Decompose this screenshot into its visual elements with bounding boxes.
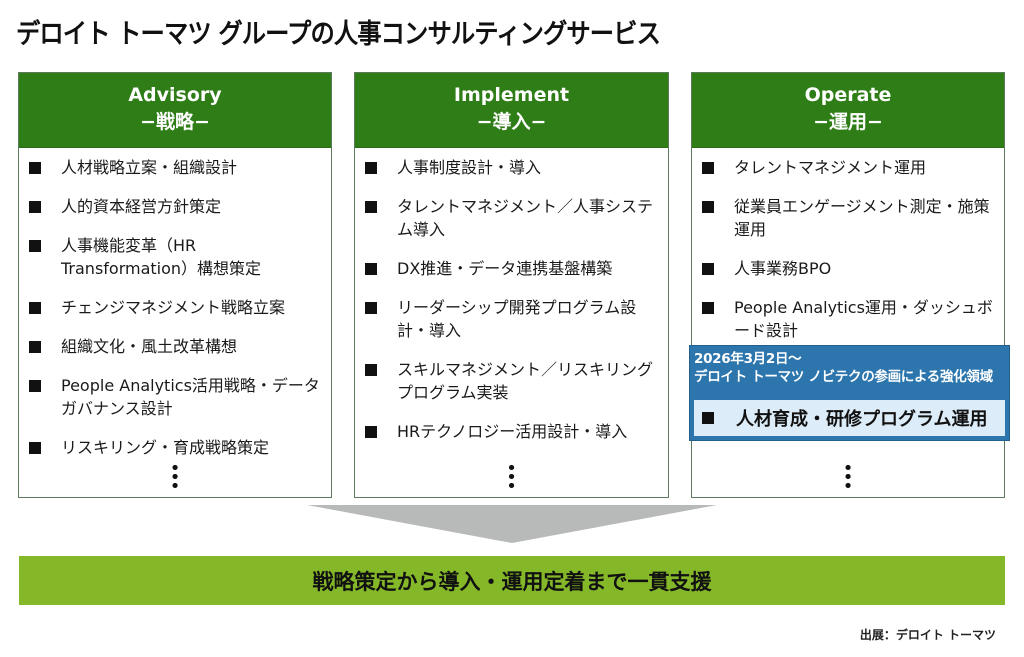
- down-arrow-icon: [307, 505, 717, 543]
- column-advisory: Advisory −戦略− 人材戦略立案・組織設計 人的資本経営方針策定 人事機…: [18, 72, 332, 498]
- square-bullet-icon: [702, 162, 714, 174]
- column-heading-en: Implement: [453, 84, 570, 106]
- square-bullet-icon: [702, 412, 714, 424]
- list-item: DX推進・データ連携基盤構築: [363, 257, 660, 280]
- square-bullet-icon: [29, 162, 41, 174]
- highlight-item: 人材育成・研修プログラム運用: [694, 400, 1005, 436]
- highlight-item-text: 人材育成・研修プログラム運用: [736, 409, 988, 430]
- highlight-note-date: 2026年3月2日～: [694, 351, 802, 367]
- square-bullet-icon: [29, 380, 41, 392]
- column-heading-en: Advisory: [128, 84, 222, 106]
- page-title: デロイト トーマツ グループの人事コンサルティングサービス: [16, 19, 661, 50]
- list-item: 人材戦略立案・組織設計: [27, 156, 323, 179]
- list-item: 従業員エンゲージメント測定・施策運用: [700, 195, 996, 241]
- list-item: チェンジマネジメント戦略立案: [27, 296, 323, 319]
- service-list: タレントマネジメント運用 従業員エンゲージメント測定・施策運用 人事業務BPO …: [692, 148, 1004, 342]
- service-list: 人事制度設計・導入 タレントマネジメント／人事システム導入 DX推進・データ連携…: [355, 148, 668, 443]
- column-heading-jp: −戦略−: [140, 111, 210, 133]
- source-credit: 出展：デロイト トーマツ: [859, 628, 996, 642]
- square-bullet-icon: [702, 201, 714, 213]
- square-bullet-icon: [365, 302, 377, 314]
- more-ellipsis-icon: •••: [506, 458, 517, 497]
- list-item: 人事業務BPO: [700, 257, 996, 280]
- column-heading-en: Operate: [804, 84, 892, 106]
- more-ellipsis-icon: •••: [842, 458, 854, 497]
- column-implement: Implement −導入− 人事制度設計・導入 タレントマネジメント／人事シス…: [354, 72, 669, 498]
- list-item: 人事機能変革（HR Transformation）構想策定: [27, 234, 323, 280]
- list-item: リーダーシップ開発プログラム設計・導入: [363, 296, 660, 342]
- list-item: タレントマネジメント／人事システム導入: [363, 195, 660, 241]
- list-item: People Analytics運用・ダッシュボード設計: [700, 296, 996, 342]
- square-bullet-icon: [365, 426, 377, 438]
- square-bullet-icon: [29, 302, 41, 314]
- list-item: タレントマネジメント運用: [700, 156, 996, 179]
- square-bullet-icon: [365, 364, 377, 376]
- list-item: 組織文化・風土改革構想: [27, 335, 323, 358]
- column-header: Advisory −戦略−: [19, 73, 331, 148]
- highlight-box: 2026年3月2日～ デロイト トーマツ ノビテクの参画による強化領域 人材育成…: [689, 345, 1010, 441]
- service-list: 人材戦略立案・組織設計 人的資本経営方針策定 人事機能変革（HR Transfo…: [19, 148, 331, 459]
- square-bullet-icon: [29, 240, 41, 252]
- square-bullet-icon: [365, 201, 377, 213]
- list-item: HRテクノロジー活用設計・導入: [363, 420, 660, 443]
- more-ellipsis-icon: •••: [169, 458, 181, 497]
- list-item: People Analytics活用戦略・データガバナンス設計: [27, 374, 323, 420]
- summary-banner: 戦略策定から導入・運用定着まで一貫支援: [19, 556, 1005, 605]
- square-bullet-icon: [702, 302, 714, 314]
- square-bullet-icon: [365, 263, 377, 275]
- column-operate: Operate −運用− タレントマネジメント運用 従業員エンゲージメント測定・…: [689, 72, 1010, 498]
- column-header: Implement −導入−: [355, 73, 668, 148]
- square-bullet-icon: [29, 201, 41, 213]
- square-bullet-icon: [29, 341, 41, 353]
- square-bullet-icon: [29, 442, 41, 454]
- column-header: Operate −運用−: [692, 73, 1004, 148]
- column-heading-jp: −導入−: [476, 111, 547, 133]
- list-item: リスキリング・育成戦略策定: [27, 436, 323, 459]
- highlight-note-text: デロイト トーマツ ノビテクの参画による強化領域: [694, 369, 993, 385]
- list-item: スキルマネジメント／リスキリングプログラム実装: [363, 358, 660, 404]
- square-bullet-icon: [365, 162, 377, 174]
- square-bullet-icon: [702, 263, 714, 275]
- list-item: 人事制度設計・導入: [363, 156, 660, 179]
- column-heading-jp: −運用−: [813, 111, 883, 133]
- list-item: 人的資本経営方針策定: [27, 195, 323, 218]
